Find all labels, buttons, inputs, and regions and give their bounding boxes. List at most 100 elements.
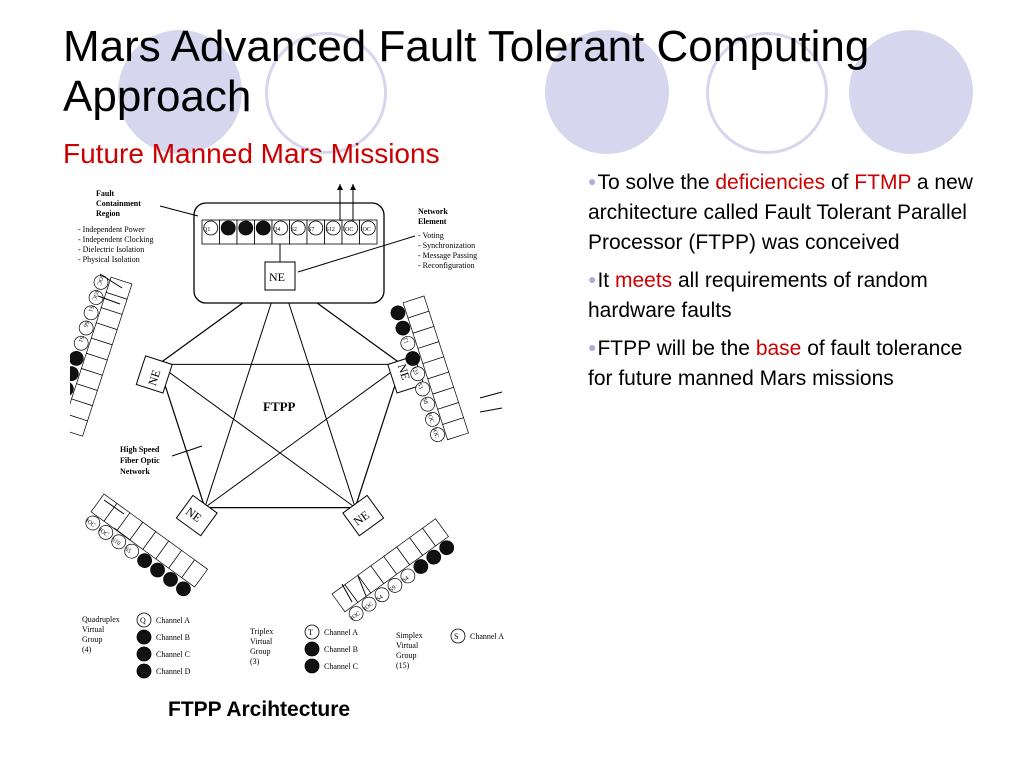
processor-node (255, 220, 271, 236)
strip-label: IOC (97, 527, 109, 538)
highlight-text: meets (614, 269, 673, 292)
processor-node (415, 381, 431, 397)
ne-annot-title: Network (418, 207, 448, 216)
strip-label: S6 (82, 320, 90, 328)
strip-cell (70, 413, 88, 437)
legend-title: Simplex (396, 631, 423, 640)
center-label: FTPP (263, 399, 296, 414)
strip-label: T3 (415, 566, 424, 575)
legend-title: (15) (396, 661, 410, 670)
processor-node (426, 549, 442, 565)
decor-ring-2 (706, 32, 828, 154)
strip-label: S9 (389, 585, 398, 594)
ne-annot-title: Element (418, 217, 447, 226)
processor-node (98, 525, 114, 540)
ne-annot-item: - Reconfiguration (418, 261, 475, 270)
fcr-title: Containment (96, 199, 141, 208)
slide-subtitle: Future Manned Mars Missions (63, 138, 440, 169)
processor-node (73, 335, 89, 351)
ne-pointer (297, 235, 416, 273)
strip-label: T1 (401, 336, 409, 344)
ne-box (342, 494, 385, 537)
decor-ring-1 (265, 32, 387, 154)
fcr-item: - Independent Power (78, 225, 145, 234)
legend-title: Group (82, 635, 102, 644)
legend-title: Virtual (82, 625, 105, 634)
processor-node (220, 220, 236, 236)
legend-title: Triplex (250, 627, 273, 636)
bullet-dot-icon: ● (588, 339, 597, 355)
highlight-text: deficiencies (715, 171, 826, 194)
bullet-dot-icon: ● (588, 271, 597, 287)
diagram-caption: FTPP Arcihtecture (168, 698, 351, 721)
legend-title: (3) (250, 657, 260, 666)
ne-bottom-right: NE (342, 494, 385, 537)
bullet-text: a new architecture called Fault Tolerant… (588, 171, 973, 254)
legend-title: Virtual (250, 637, 273, 646)
strip-label: S8 (421, 397, 429, 405)
decor-circle-2 (545, 30, 669, 154)
network-label: Network (120, 467, 150, 476)
network-label: High Speed (120, 445, 160, 454)
slide-title: Mars Advanced Fault Tolerant Computing A… (63, 22, 870, 121)
processor-node (395, 320, 411, 336)
top-cell-label: S2 (291, 227, 297, 233)
legend-node-icon (304, 624, 320, 640)
io-arrow (479, 391, 503, 399)
bullet-item: ●It meets all requirements of random har… (588, 264, 988, 326)
legend-channel: Channel C (324, 662, 358, 671)
pentagram-links (156, 274, 404, 509)
ne-label: NE (145, 368, 163, 388)
legend-channel: Channel B (324, 645, 358, 654)
processor-node (124, 543, 140, 559)
legend-node-icon (450, 628, 466, 644)
legend-title: Quadruplex (82, 615, 120, 624)
fcr-title: Region (96, 209, 121, 218)
legend-symbol: T (308, 628, 313, 637)
ne-box (135, 355, 173, 394)
ne-annot-item: - Voting (418, 231, 444, 240)
top-cell-label: IOC (343, 227, 353, 233)
processor-node (70, 381, 74, 397)
legend-channel: Channel C (156, 650, 190, 659)
strip-label: IOC (363, 601, 375, 612)
legend-node-icon (136, 663, 152, 679)
processor-node (420, 396, 435, 412)
processor-node (203, 220, 219, 236)
processor-node (70, 366, 79, 381)
ne-box (175, 494, 218, 537)
bullet-text: all requirements of random hardware faul… (588, 269, 928, 322)
processor-node (137, 553, 152, 568)
strip-label: IOC (95, 274, 104, 286)
left-strip: IOCIOCS1S6S1T2Q2 (70, 274, 133, 437)
strip-cell (442, 417, 469, 441)
processor-node (85, 515, 101, 531)
fcr-pointer (159, 205, 199, 217)
fcr-item: - Independent Clocking (78, 235, 154, 244)
processor-node (390, 305, 406, 321)
processor-node (176, 581, 191, 597)
strip-label: Q2 (440, 547, 449, 556)
legend-node-icon (136, 646, 152, 662)
ne-top-box (264, 261, 296, 291)
network-label: Fiber Optic (120, 456, 160, 465)
io-arrow (113, 527, 131, 541)
processor-node (70, 351, 84, 366)
ne-left: NE (135, 355, 173, 394)
processor-node (111, 534, 127, 550)
io-arrow (97, 295, 121, 305)
strip-label: IOC (84, 518, 96, 529)
bullet-dot-icon: ● (588, 173, 597, 189)
highlight-text: base (755, 337, 802, 360)
processor-node (83, 305, 99, 321)
processor-node (439, 540, 455, 556)
legend-node-icon (136, 629, 152, 645)
strip-label: S1 (87, 305, 95, 313)
bullet-text: It (597, 269, 615, 292)
processor-node (361, 596, 377, 612)
ne-top-label: NE (269, 270, 285, 284)
strip-label: Q3 (411, 367, 419, 376)
fcr-item: - Physical Isolation (78, 255, 140, 264)
